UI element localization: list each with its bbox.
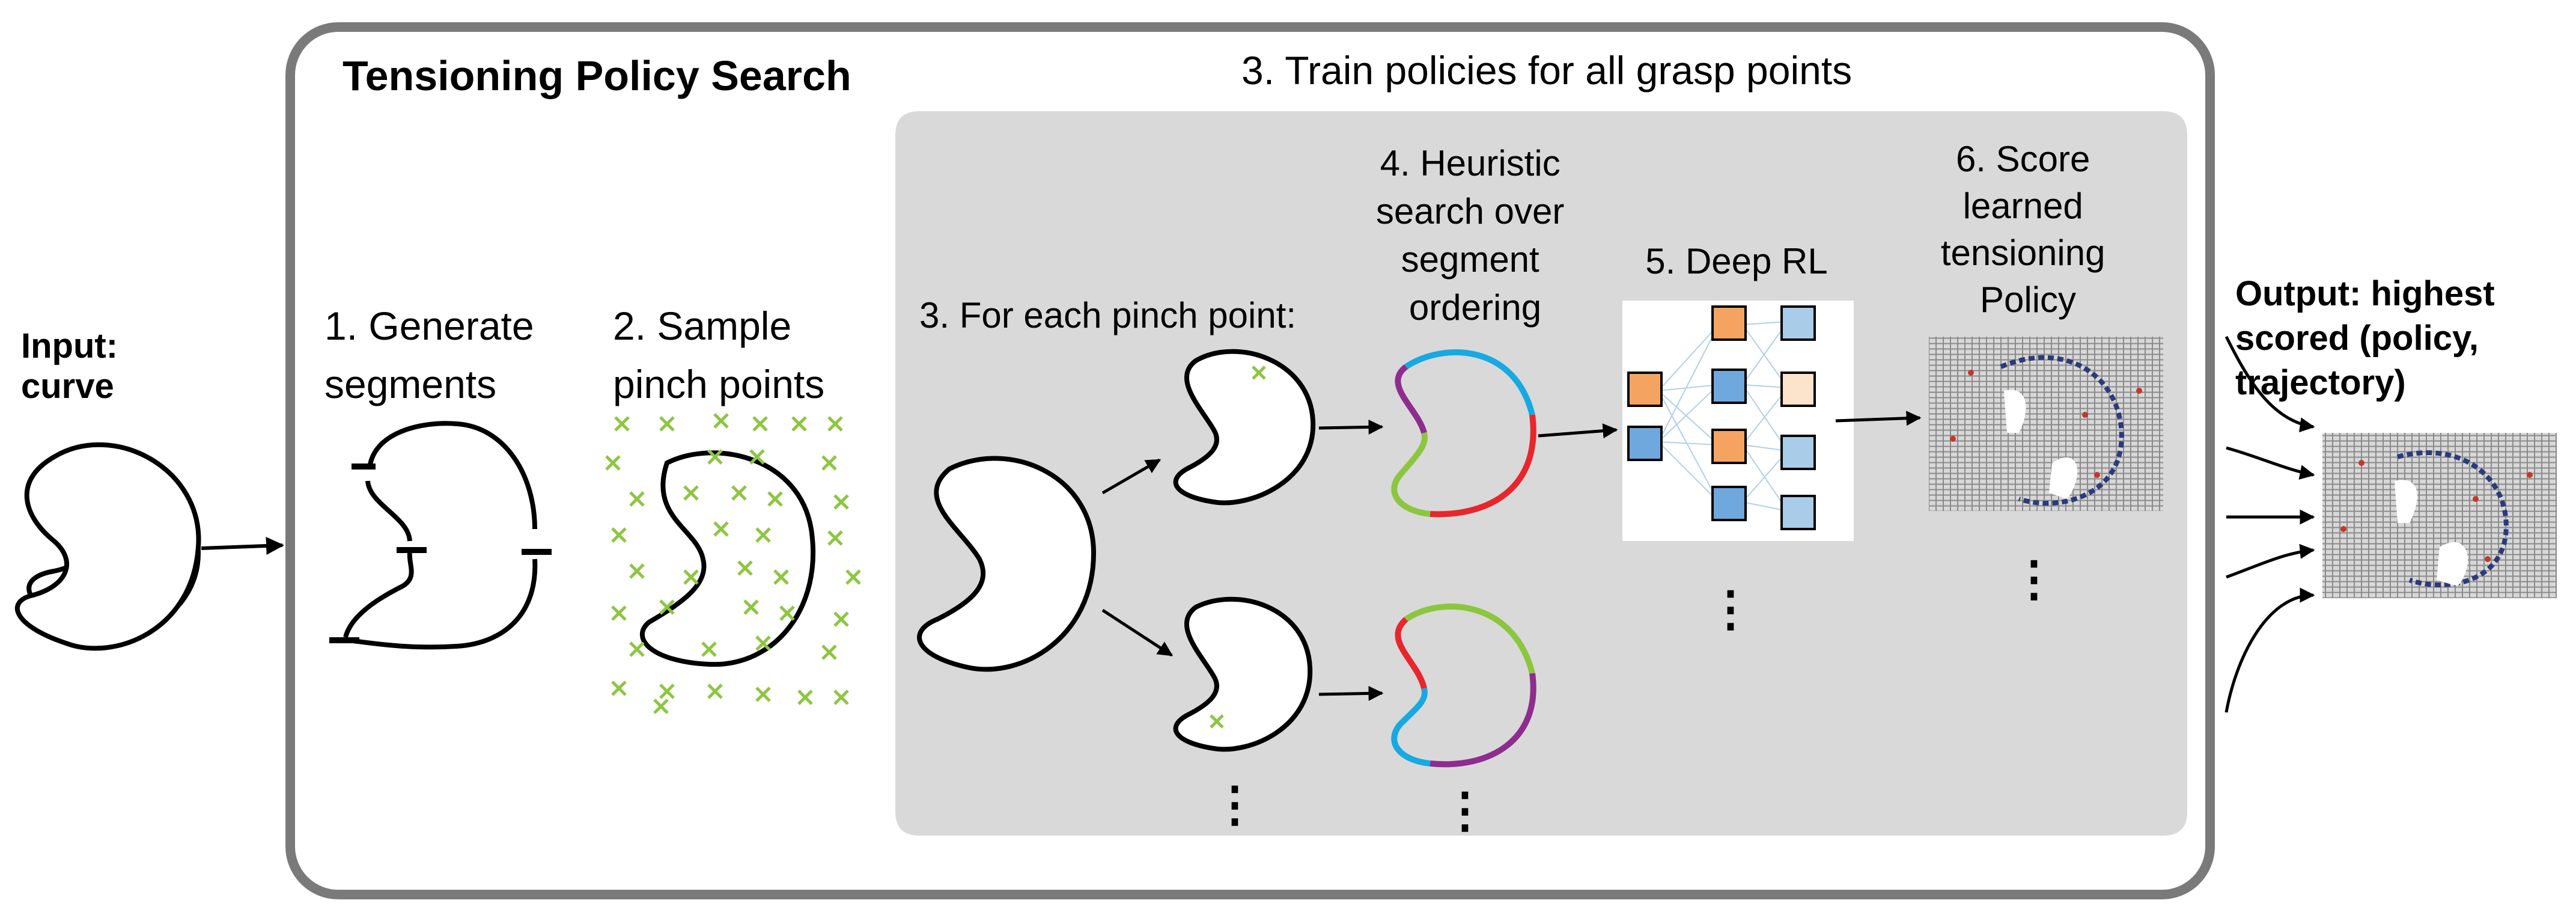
pinch-marker xyxy=(707,449,723,465)
pinch-marker xyxy=(797,690,813,705)
main-curve xyxy=(917,456,1097,672)
pinch-marker xyxy=(737,560,753,576)
input-label: Input: curve xyxy=(21,326,127,406)
deep-rl-ellipsis: ⋮ xyxy=(1707,582,1755,635)
pinch-marker xyxy=(749,449,765,465)
pinch-marker xyxy=(752,416,768,432)
nn-node xyxy=(1780,305,1816,341)
pinch-marker xyxy=(611,681,627,696)
pinch-marker xyxy=(713,413,729,429)
pinch-marker xyxy=(713,521,729,537)
pinch-marker xyxy=(683,569,699,585)
ordered-curve-top xyxy=(1391,349,1536,518)
bottom-branch-curve xyxy=(1173,596,1313,752)
pinch-marker xyxy=(845,569,861,585)
pinch-marker xyxy=(755,687,771,702)
arrow-input-to-panel xyxy=(201,537,284,555)
pinch-marker xyxy=(683,485,699,501)
pinch-marker xyxy=(755,527,771,543)
pinch-marker xyxy=(791,416,807,432)
nn-node xyxy=(1627,426,1663,461)
nn-node xyxy=(1711,429,1747,464)
pinch-marker xyxy=(755,635,771,651)
bottom-branch-pinch-marker xyxy=(1210,714,1224,729)
pinch-marker xyxy=(731,485,747,501)
pinch-marker xyxy=(629,641,645,657)
pinch-marker xyxy=(701,641,717,657)
pinch-marker xyxy=(707,684,723,699)
top-branch-pinch-marker xyxy=(1252,366,1266,380)
pinch-marker xyxy=(767,491,783,507)
ordered-curve-bottom xyxy=(1391,603,1536,768)
arrow-bottom-to-ordering xyxy=(1318,685,1384,701)
pinch-marker xyxy=(821,455,837,471)
pinch-marker xyxy=(611,605,627,621)
pinch-marker xyxy=(827,416,843,432)
pinch-marker xyxy=(659,684,675,699)
nn-node xyxy=(1711,486,1747,521)
pinch-marker xyxy=(629,491,645,507)
input-curve-shape xyxy=(14,442,201,651)
pinch-marker xyxy=(743,599,759,615)
neural-network-graphic xyxy=(1622,301,1854,541)
step5-label: 5. Deep RL xyxy=(1645,241,1828,281)
pinch-marker xyxy=(605,455,621,471)
nn-node xyxy=(1780,372,1816,407)
score-ellipsis: ⋮ xyxy=(2010,552,2058,605)
nn-node xyxy=(1711,305,1747,341)
pinch-marker xyxy=(833,494,849,510)
pinch-marker xyxy=(653,699,669,714)
scored-mesh-image xyxy=(1929,337,2163,511)
arrow-to-bottom-branch xyxy=(1101,608,1174,657)
output-label: Output: highest scored (policy, trajecto… xyxy=(2235,274,2504,402)
arrow-to-top-branch xyxy=(1101,458,1162,495)
outer-panel-title: Tensioning Policy Search xyxy=(343,52,851,99)
pinch-marker xyxy=(833,690,849,705)
step3-label: 3. For each pinch point: xyxy=(919,295,1296,335)
step4-label: 4. Heuristic search over segment orderin… xyxy=(1376,143,1574,328)
pinch-marker xyxy=(821,644,837,660)
output-arrows xyxy=(2224,335,2315,713)
arrow-to-score xyxy=(1835,411,1922,426)
nn-node xyxy=(1711,369,1747,404)
pinch-marker xyxy=(659,416,675,432)
pinch-marker xyxy=(659,599,675,615)
pinch-point-markers xyxy=(605,413,861,714)
output-mesh-image xyxy=(2322,433,2557,598)
pinch-marker xyxy=(629,563,645,579)
step2-label: 2. Sample pinch points xyxy=(613,304,824,406)
pinch-curve xyxy=(640,450,816,667)
arrow-top-to-ordering xyxy=(1318,419,1384,435)
nn-node xyxy=(1627,372,1663,407)
ordering-ellipsis: ⋮ xyxy=(1441,783,1489,837)
step6-label: 6. Score learned tensioning Policy xyxy=(1941,139,2115,320)
pinch-marker xyxy=(833,611,849,627)
nn-node xyxy=(1780,495,1816,530)
pinch-marker xyxy=(614,416,630,432)
pinch-marker xyxy=(611,527,627,543)
segmented-curve xyxy=(329,421,552,650)
inner-panel-title: 3. Train policies for all grasp points xyxy=(1241,48,1852,93)
bottom-branch-ellipsis: ⋮ xyxy=(1211,777,1259,831)
pinch-marker xyxy=(779,605,795,621)
pinch-marker xyxy=(827,530,843,546)
step1-label: 1. Generate segments xyxy=(324,304,545,406)
pinch-marker xyxy=(773,569,789,585)
top-branch-curve xyxy=(1173,349,1316,506)
nn-node xyxy=(1780,435,1816,470)
arrow-to-deep-rl xyxy=(1538,423,1618,439)
